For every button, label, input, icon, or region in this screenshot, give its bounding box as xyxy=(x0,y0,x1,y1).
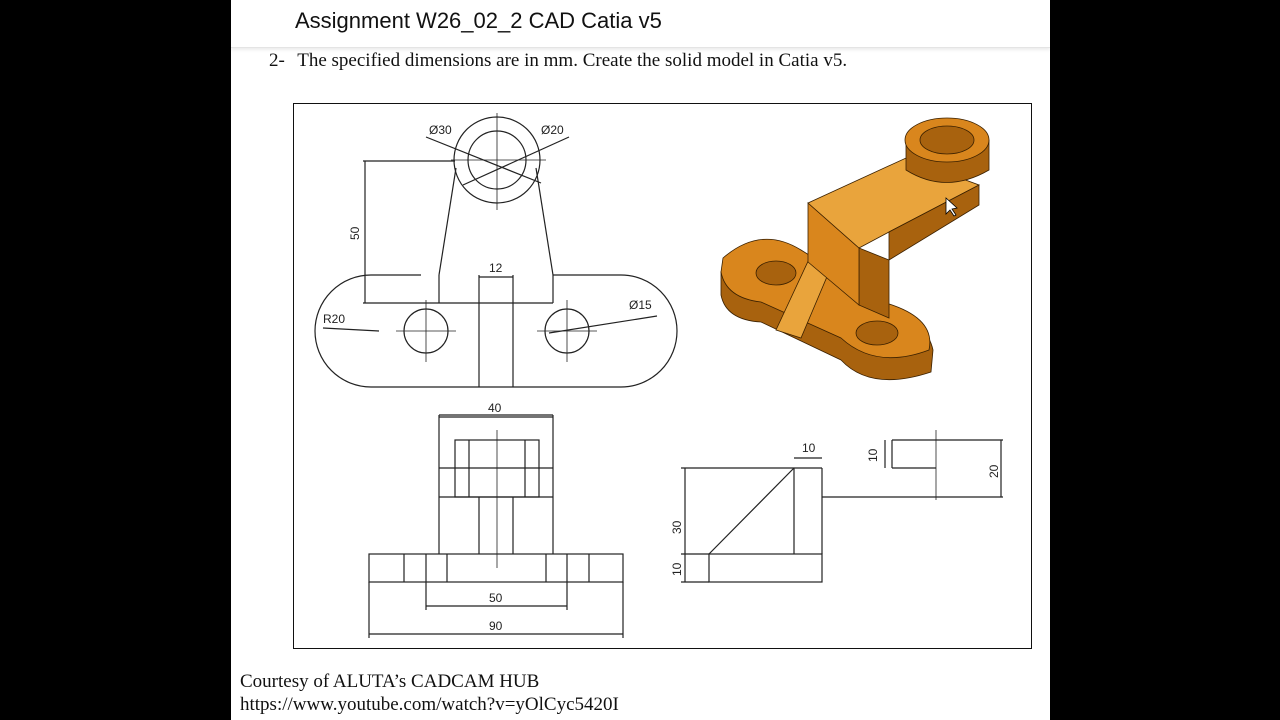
dim-h50: 50 xyxy=(348,226,362,240)
task-number: 2- xyxy=(269,50,285,71)
page-title: Assignment W26_02_2 CAD Catia v5 xyxy=(295,8,662,33)
dim-s30: 30 xyxy=(670,520,684,534)
dim-w90: 90 xyxy=(489,619,503,633)
top-view xyxy=(314,113,678,388)
document-page: Assignment W26_02_2 CAD Catia v5 2- The … xyxy=(231,0,1050,720)
dim-s10b: 10 xyxy=(866,448,880,462)
dim-w12: 12 xyxy=(489,261,503,275)
dim-r20: R20 xyxy=(323,312,345,326)
isometric-model xyxy=(720,117,990,381)
task-statement: 2- The specified dimensions are in mm. C… xyxy=(269,50,847,72)
task-text: The specified dimensions are in mm. Crea… xyxy=(297,50,848,71)
side-view xyxy=(681,430,1003,583)
dim-w40: 40 xyxy=(488,401,502,415)
dim-d30: Ø30 xyxy=(429,123,452,137)
credit-url: https://www.youtube.com/watch?v=yOlCyc54… xyxy=(240,694,619,715)
dim-s10a: 10 xyxy=(802,441,816,455)
dim-d20: Ø20 xyxy=(541,123,564,137)
technical-drawing: Ø30 Ø20 50 12 R20 Ø15 40 50 90 10 10 20 … xyxy=(293,103,1032,649)
dim-d15: Ø15 xyxy=(629,298,652,312)
title-bar: Assignment W26_02_2 CAD Catia v5 xyxy=(231,0,1050,48)
dim-s20: 20 xyxy=(987,464,1001,478)
credit-line-1: Courtesy of ALUTA’s CADCAM HUB xyxy=(240,671,540,692)
dim-s10c: 10 xyxy=(670,562,684,576)
front-view xyxy=(368,414,624,638)
drawing-canvas: Ø30 Ø20 50 12 R20 Ø15 40 50 90 10 10 20 … xyxy=(314,113,1003,638)
dim-w50: 50 xyxy=(489,591,503,605)
